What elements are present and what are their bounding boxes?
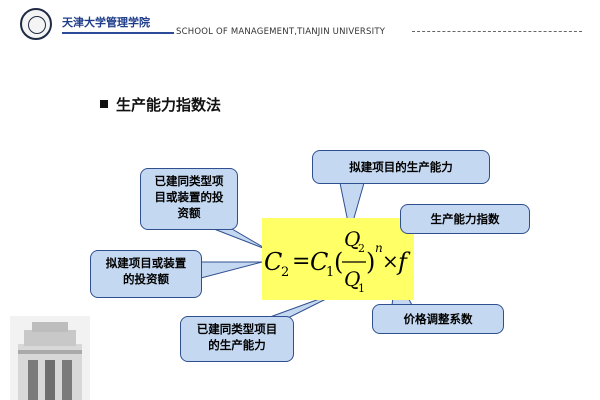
header-dashed-line xyxy=(412,31,582,32)
callout-line: 已建同类型项目 xyxy=(196,322,278,336)
formula-times: × xyxy=(382,249,399,273)
callout-existing-investment: 已建同类型项 目或装置的投 资额 xyxy=(140,168,238,230)
slide-title-text: 生产能力指数法 xyxy=(116,96,222,114)
formula-c1-sub: 1 xyxy=(326,265,334,280)
formula-lhs: C xyxy=(264,248,282,276)
callout-line: 已建同类型项 xyxy=(154,174,224,188)
formula-exponent: n xyxy=(375,241,383,255)
formula-q-num-sub: 2 xyxy=(358,242,365,255)
square-bullet-icon xyxy=(100,99,108,108)
building-photo xyxy=(10,316,90,400)
formula-lhs-sub: 2 xyxy=(281,265,289,280)
callout-line: 目或装置的投 xyxy=(154,190,224,204)
pointer-proposed-investment xyxy=(200,261,263,279)
callout-line: 价格调整系数 xyxy=(403,312,473,326)
callout-line: 生产能力指数 xyxy=(430,212,500,226)
slide-header: 天津大学管理学院 SCHOOL OF MANAGEMENT,TIANJIN UN… xyxy=(0,0,600,46)
callout-line: 拟建项目或装置 xyxy=(105,256,187,270)
slide-title: 生产能力指数法 xyxy=(100,94,221,115)
school-name-cn: 天津大学管理学院 xyxy=(62,16,150,29)
formula-paren-open: ( xyxy=(334,248,343,276)
formula-c1: C xyxy=(310,248,328,276)
formula-box: C 2 = C 1 ( Q 2 Q 1 ) n × f xyxy=(262,218,414,300)
callout-line: 拟建项目的生产能力 xyxy=(349,160,453,174)
formula-q-den-sub: 1 xyxy=(358,282,365,295)
callout-proposed-investment: 拟建项目或装置 的投资额 xyxy=(90,250,202,298)
formula-q-num: Q xyxy=(344,227,360,251)
callout-existing-capacity: 已建同类型项目 的生产能力 xyxy=(180,316,294,362)
callout-line: 的生产能力 xyxy=(208,338,266,352)
university-seal-icon xyxy=(20,8,52,40)
school-name-en: SCHOOL OF MANAGEMENT,TIANJIN UNIVERSITY xyxy=(176,27,386,37)
callout-line: 资额 xyxy=(177,206,201,220)
pointer-existing-investment xyxy=(213,228,269,251)
formula-q-den: Q xyxy=(344,267,360,291)
formula-f: f xyxy=(396,248,411,276)
callout-proposed-capacity: 拟建项目的生产能力 xyxy=(312,150,490,184)
header-divider xyxy=(62,32,174,34)
callout-line: 的投资额 xyxy=(123,272,169,286)
callout-capacity-index: 生产能力指数 xyxy=(400,204,530,234)
callout-price-adjustment: 价格调整系数 xyxy=(372,304,504,334)
formula-graphic: C 2 = C 1 ( Q 2 Q 1 ) n × f xyxy=(264,227,411,295)
formula-equals: = xyxy=(292,249,310,274)
formula-paren-close: ) xyxy=(366,248,375,276)
